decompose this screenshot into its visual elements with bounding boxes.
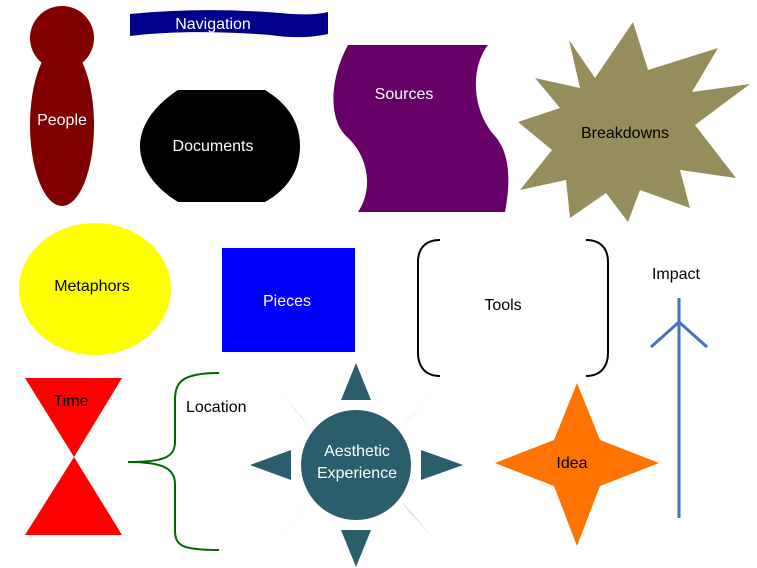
- pieces-shape: Pieces: [222, 248, 355, 352]
- metaphors-label: Metaphors: [54, 278, 130, 295]
- pieces-label: Pieces: [263, 293, 311, 310]
- scroll-shape-icon: [333, 45, 509, 212]
- person-silhouette-icon: [30, 6, 94, 206]
- metaphors-shape: Metaphors: [19, 223, 171, 355]
- breakdowns-label: Breakdowns: [581, 125, 669, 142]
- location-label: Location: [186, 399, 247, 416]
- curly-brace-icon: [127, 372, 220, 551]
- ellipse-icon: [19, 223, 171, 355]
- bracket-pair-icon: [417, 239, 609, 377]
- four-point-star-icon: [495, 383, 659, 546]
- documents-label: Documents: [173, 138, 254, 155]
- tools-shape: Tools: [417, 239, 609, 377]
- idea-label: Idea: [556, 455, 587, 472]
- aesthetic-label-line1: Aesthetic: [324, 443, 390, 460]
- wave-banner-icon: [130, 10, 328, 38]
- navigation-shape: Navigation: [130, 10, 328, 38]
- documents-shape: Documents: [140, 90, 300, 202]
- square-icon: [222, 248, 355, 352]
- arrow-up-icon: [650, 298, 708, 518]
- time-label: Time: [54, 393, 89, 410]
- people-label: People: [37, 112, 87, 129]
- sources-shape: Sources: [333, 45, 509, 212]
- hourglass-icon: [25, 378, 122, 535]
- aesthetic-label-line2: Experience: [317, 465, 397, 482]
- impact-label: Impact: [652, 266, 701, 283]
- explosion-star-icon: [518, 22, 750, 222]
- idea-shape: Idea: [495, 383, 659, 546]
- aesthetic-experience-shape: Aesthetic Experience: [250, 363, 463, 567]
- people-shape: People: [30, 6, 94, 206]
- location-shape: Location: [127, 372, 247, 551]
- sources-label: Sources: [375, 86, 434, 103]
- navigation-label: Navigation: [175, 16, 251, 33]
- impact-shape: Impact: [650, 266, 708, 518]
- rounded-cylinder-icon: [140, 90, 300, 202]
- tools-label: Tools: [484, 297, 521, 314]
- time-shape: Time: [25, 378, 122, 535]
- sun-icon: [250, 363, 463, 567]
- breakdowns-shape: Breakdowns: [518, 22, 750, 222]
